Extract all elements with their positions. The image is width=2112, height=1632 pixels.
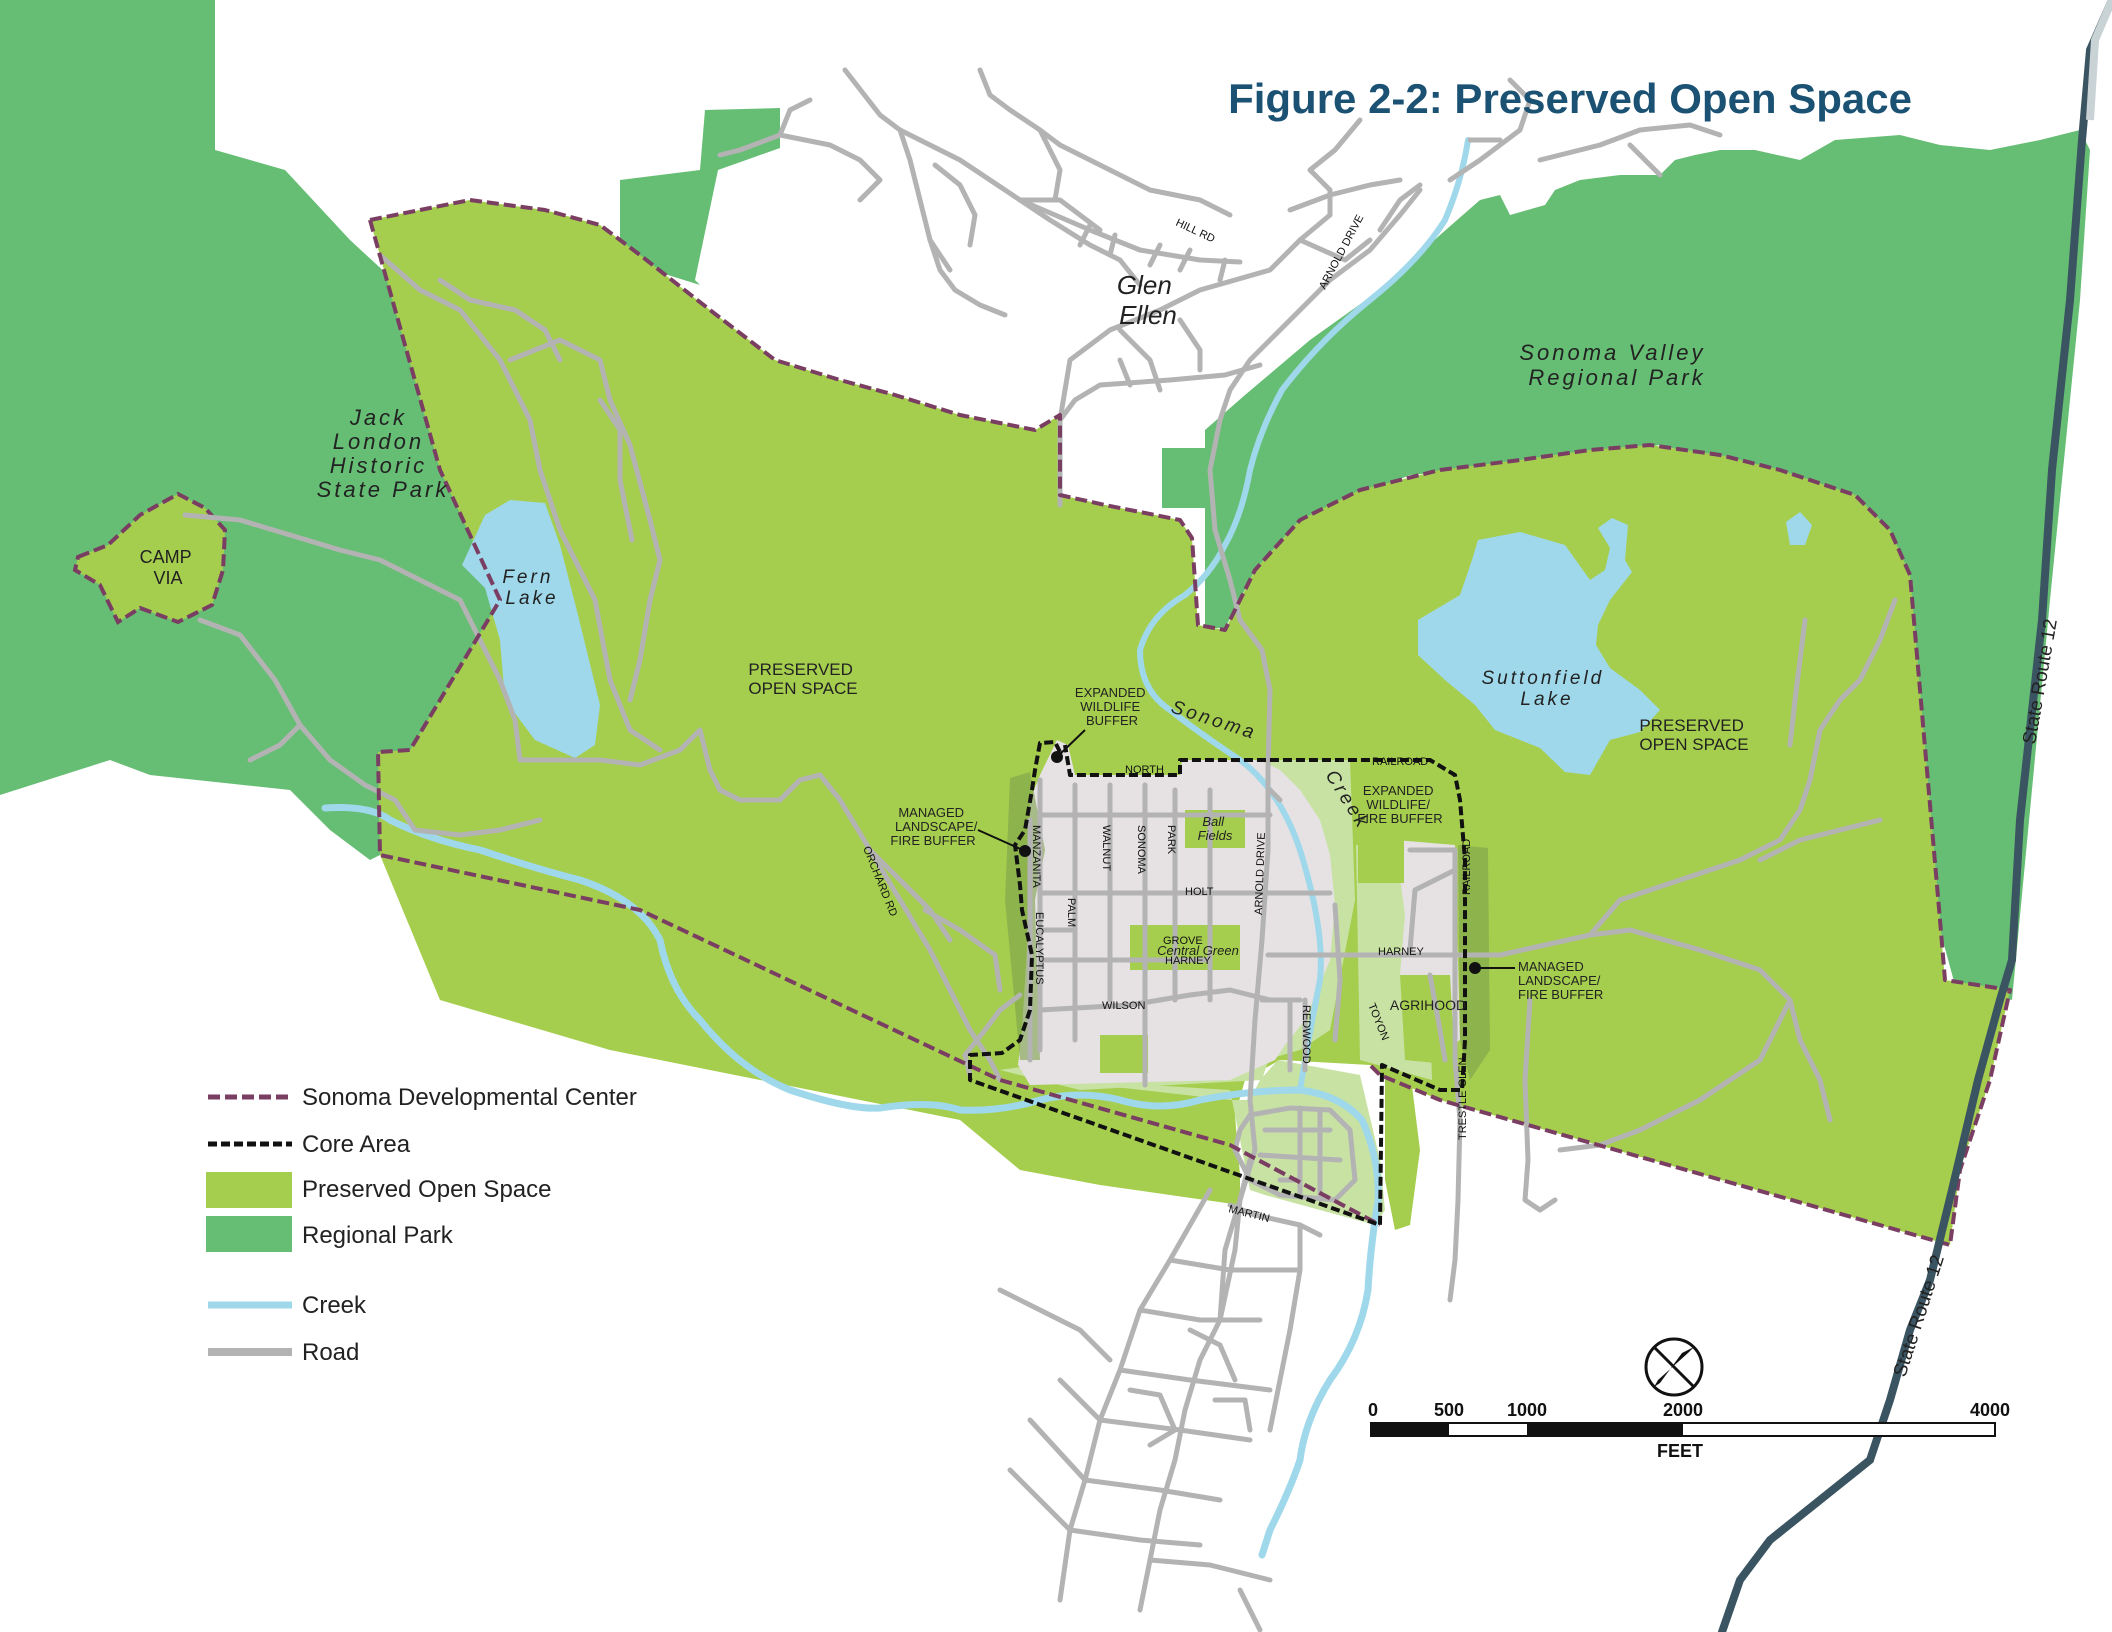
legend-item-sdc: Sonoma Developmental Center [208,1084,637,1111]
road-label-railroad-north: RAILROAD [1372,756,1428,768]
legend: Sonoma Developmental Center Core Area Pr… [206,1084,637,1366]
scale-tick-4000: 4000 [1970,1400,2010,1420]
core-area-boundary [968,740,1467,1227]
camp-via-label: CAMP VIA [140,547,197,588]
legend-item-core: Core Area [208,1131,411,1158]
road-label-railroad-east: RAILROAD [1461,839,1473,895]
water-features [321,137,1812,1559]
managed-buffer-east-marker [1469,962,1481,974]
road-label-redwood: REDWOOD [1300,1005,1312,1064]
scale-bar: 0 500 1000 2000 4000 FEET [1368,1400,2010,1461]
preserved-open-space-east-label: PRESERVED OPEN SPACE [1639,716,1748,754]
scale-unit: FEET [1657,1441,1703,1461]
road-label-harney-east: HARNEY [1378,946,1425,958]
managed-landscape-buffer-east: MANAGED LANDSCAPE/ FIRE BUFFER [1518,959,1604,1002]
camp-via [72,491,228,625]
state-route-12-top-light [2086,0,2112,121]
scale-tick-2000: 2000 [1663,1400,1703,1420]
road-label-wilson: WILSON [1102,1000,1145,1012]
sonoma-creek [321,804,1382,1559]
legend-label-core: Core Area [302,1131,411,1158]
legend-item-preserved: Preserved Open Space [206,1172,551,1208]
sonoma-creek-upper [1137,137,1471,1093]
road-label-sonoma: SONOMA [1135,825,1147,875]
jack-london-state-park [0,0,575,860]
scale-tick-0: 0 [1368,1400,1378,1420]
legend-label-regional: Regional Park [302,1222,454,1249]
figure-title: Figure 2-2: Preserved Open Space [1228,75,1912,122]
suttonfield-lake [1418,518,1660,775]
state-route-12-label-2: State Route 12 [1890,1252,1949,1379]
road-label-park: PARK [1165,825,1177,855]
road-label-north: NORTH [1125,764,1164,776]
legend-item-regional: Regional Park [206,1216,454,1252]
legend-label-road: Road [302,1339,359,1366]
scale-tick-1000: 1000 [1507,1400,1547,1420]
managed-buffer-west-marker [1019,845,1031,857]
road-label-holt: HOLT [1185,886,1214,898]
sonoma-valley-regional-park [1205,130,2090,1000]
legend-item-road: Road [208,1339,359,1366]
road-label-walnut: WALNUT [1100,825,1112,871]
wildlife-buffer-west-marker [1051,751,1063,763]
jack-london-label: Jack London Historic State Park [317,405,450,502]
managed-landscape-buffer-west: MANAGED LANDSCAPE/ FIRE BUFFER [890,805,981,848]
state-route-12 [1718,0,2112,1632]
road-label-trestle-glen: TRESTLE GLEN [1457,1057,1469,1140]
roads [182,67,1898,1632]
small-pond [1786,512,1812,545]
preserved-open-space-west-label: PRESERVED OPEN SPACE [748,660,857,698]
road-label-harney-central: HARNEY [1165,955,1212,967]
expanded-wildlife-buffer-east: EXPANDED WILDLIFE/ FIRE BUFFER [1357,783,1442,826]
agrihood-label: AGRIHOOD [1390,997,1466,1013]
sdc-boundary [368,198,2012,1247]
road-label-grove: GROVE [1163,935,1203,947]
ball-fields-label: Ball Fields [1198,814,1233,843]
north-arrow [1644,1337,1704,1397]
legend-item-creek: Creek [208,1292,367,1319]
road-label-manzanita: MANZANITA [1030,825,1042,888]
annotations: EXPANDED WILDLIFE BUFFER EXPANDED WILDLI… [890,685,1604,1013]
legend-label-sdc: Sonoma Developmental Center [302,1084,637,1111]
glen-ellen-small-park [1162,448,1205,508]
road-label-palm: PALM [1065,898,1077,927]
road-label-eucalyptus: EUCALYPTUS [1033,912,1045,985]
scale-tick-500: 500 [1434,1400,1464,1420]
fern-lake [462,500,600,758]
sonoma-valley-regional-park-label: Sonoma Valley Regional Park [1519,340,1714,390]
legend-label-preserved: Preserved Open Space [302,1176,551,1203]
suttonfield-lake-label: Suttonfield Lake [1481,668,1612,710]
road-label-hill-rd: HILL RD [1174,217,1217,246]
preserved-core-buffer-south [1385,1070,1420,1230]
glen-ellen-label: Glen Ellen [1117,270,1179,330]
central-green-label: Central Green [1157,943,1239,958]
legend-label-creek: Creek [302,1292,367,1319]
fern-lake-label: Fern Lake [502,567,561,609]
expanded-wildlife-buffer-west: EXPANDED WILDLIFE BUFFER [1075,685,1149,728]
road-label-arnold-core: ARNOLD DRIVE [1253,832,1268,915]
